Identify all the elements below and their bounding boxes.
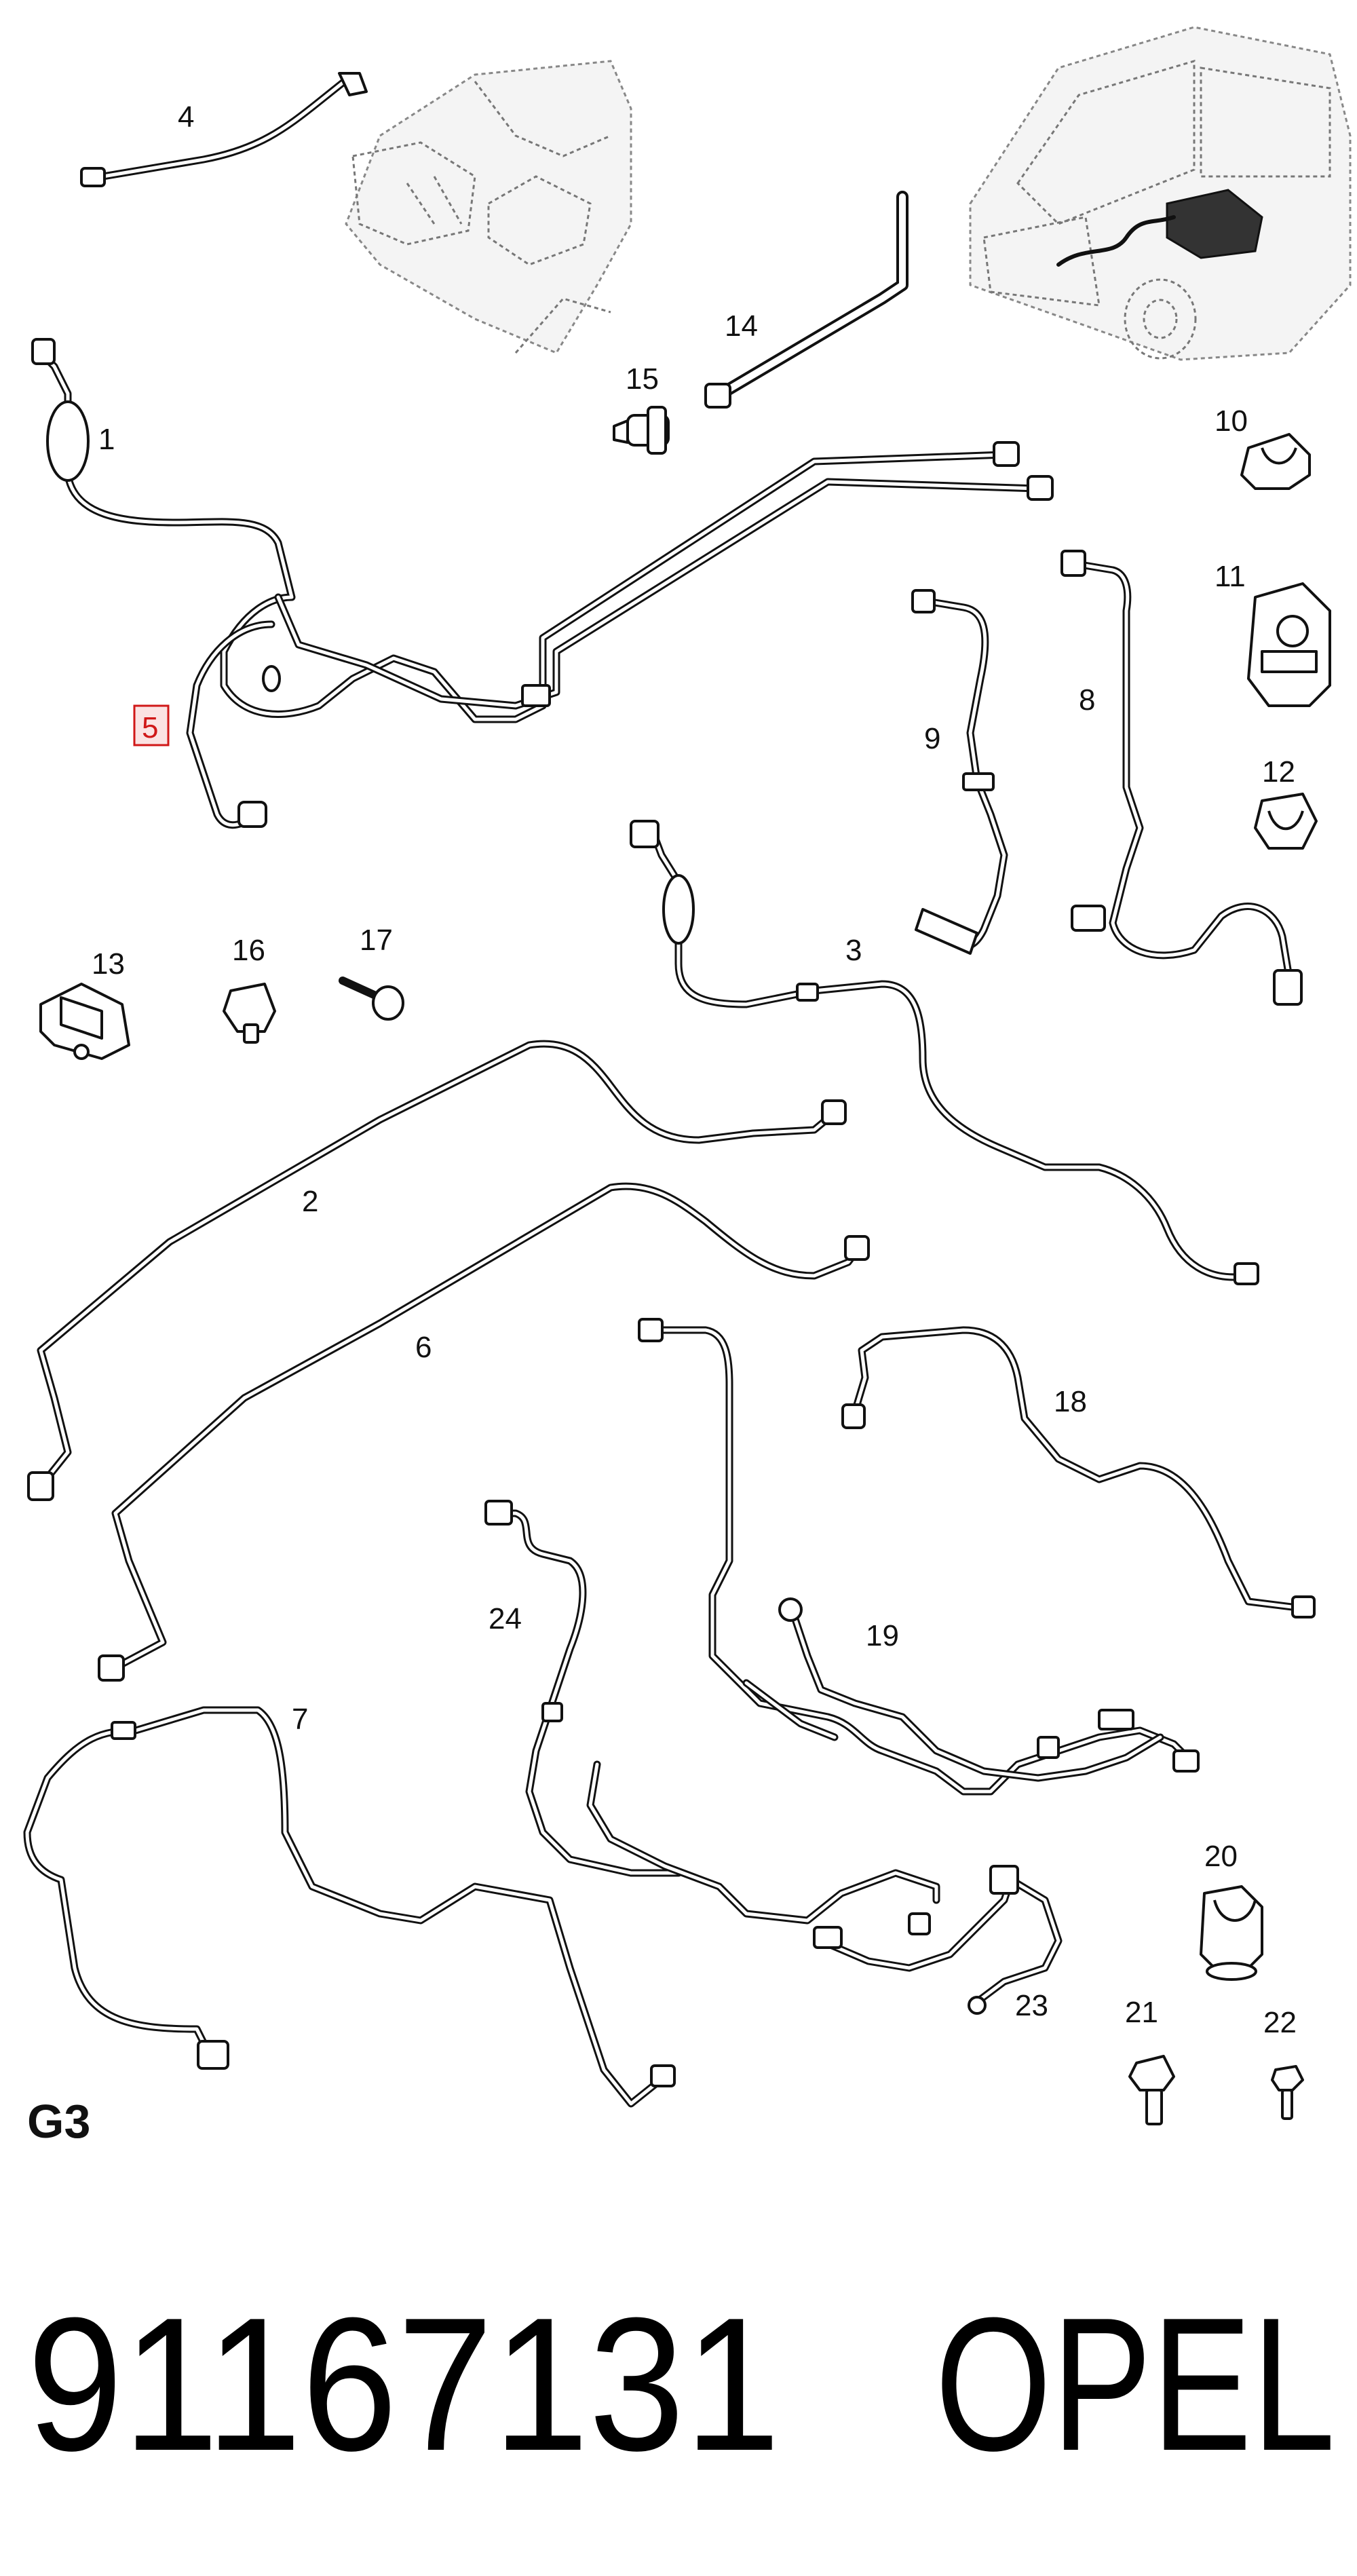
callout-8: 8 [1079, 683, 1095, 717]
callout-13: 13 [92, 947, 125, 981]
callout-3: 3 [845, 934, 862, 967]
callout-17: 17 [360, 924, 393, 957]
callout-14: 14 [725, 309, 758, 343]
callout-5: 5 [142, 711, 158, 744]
callout-10: 10 [1215, 404, 1248, 438]
callout-2: 2 [302, 1185, 318, 1218]
callout-23: 23 [1015, 1989, 1048, 2022]
part-14-hose [704, 191, 909, 409]
part-10-clip [1240, 433, 1311, 490]
callout-18: 18 [1054, 1385, 1087, 1418]
part-19-pipe-harness [638, 1318, 1200, 1796]
part-18-pipe [841, 1326, 1316, 1618]
brand-name: OPEL [935, 2279, 1335, 2490]
callout-5-highlight: 5 [133, 704, 170, 746]
part-20-clip [1200, 1885, 1263, 1981]
part-23-pipe-harness [586, 1760, 1063, 2015]
part-17-screw [339, 977, 404, 1021]
part-1-pipe [31, 338, 1054, 723]
callout-11: 11 [1215, 560, 1246, 593]
part-12-clip [1254, 793, 1318, 850]
diagram-group-label: G3 [27, 2095, 90, 2148]
callout-6: 6 [415, 1331, 432, 1364]
part-7-pipe [23, 1706, 676, 2108]
part-9-pipe [911, 589, 1008, 955]
callout-19: 19 [866, 1619, 899, 1652]
part-11-clip [1247, 582, 1331, 707]
part-13-bracket [39, 983, 130, 1060]
part-2-pipe [27, 1040, 847, 1501]
part-16-clip [223, 983, 276, 1044]
callout-12: 12 [1262, 755, 1295, 789]
callout-24: 24 [489, 1602, 522, 1635]
part-5-pipe [186, 620, 281, 829]
part-22-screw [1271, 2065, 1304, 2120]
part-4-hose [80, 72, 368, 187]
part-15-fitting [613, 406, 670, 455]
part-3-pipe [630, 820, 1259, 1285]
part-24-pipe [484, 1500, 683, 1877]
part-6-pipe [98, 1182, 870, 1682]
callout-4: 4 [178, 100, 194, 134]
callout-1: 1 [98, 423, 115, 456]
callout-15: 15 [626, 362, 659, 396]
part-8-pipe [1060, 550, 1303, 1006]
callout-20: 20 [1204, 1840, 1238, 1873]
callout-22: 22 [1263, 2006, 1297, 2039]
callout-7: 7 [292, 1703, 308, 1736]
part-21-bolt [1128, 2055, 1175, 2125]
callout-21: 21 [1125, 1996, 1158, 2029]
engine-block-ghost [345, 60, 632, 354]
callout-9: 9 [924, 722, 940, 755]
van-location-ghost [969, 26, 1352, 361]
part-number: 91167131 [27, 2279, 780, 2490]
callout-16: 16 [232, 934, 265, 967]
